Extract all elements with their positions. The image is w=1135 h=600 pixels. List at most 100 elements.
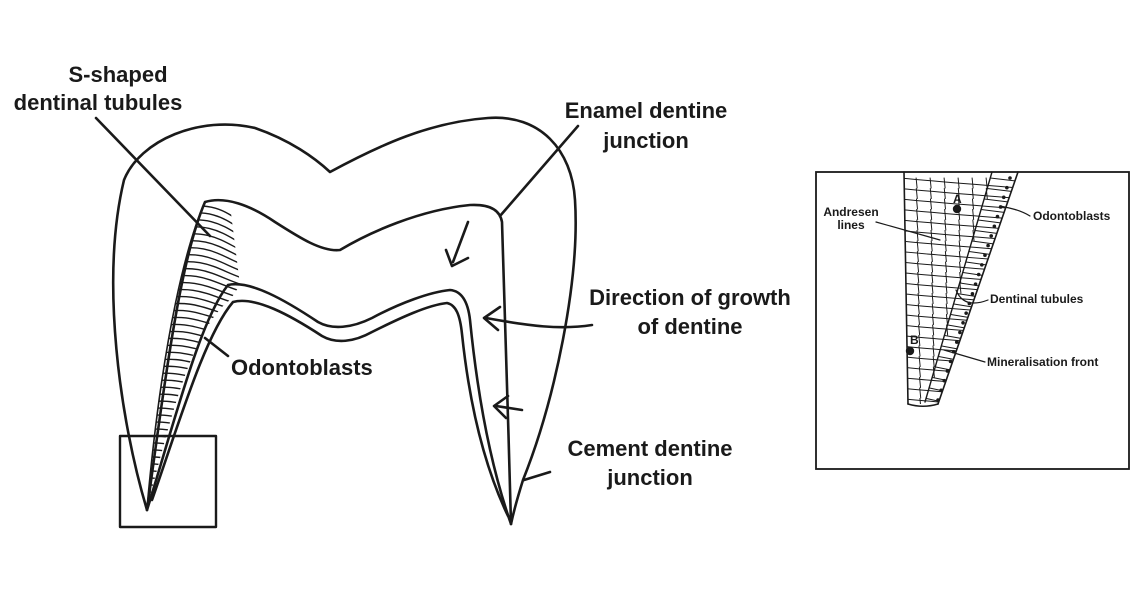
tubule-segment bbox=[958, 219, 961, 231]
tubule-segment bbox=[985, 177, 988, 189]
tubule-segment bbox=[930, 209, 933, 220]
tubule-segment bbox=[931, 293, 934, 304]
tubule-segment bbox=[918, 366, 921, 378]
tubule-segment bbox=[918, 324, 921, 336]
tubule-segment bbox=[930, 251, 933, 262]
odontoblast-dot bbox=[970, 292, 975, 296]
inset-label-dentinal-tubules: Dentinal tubules bbox=[990, 292, 1084, 306]
odontoblast-dot bbox=[954, 340, 959, 344]
tubule-line bbox=[151, 316, 240, 334]
tubule-segment bbox=[971, 188, 974, 199]
tubule-segment bbox=[917, 272, 920, 283]
tubule-segment bbox=[945, 272, 948, 283]
odontoblast-cell-line bbox=[956, 293, 977, 297]
tubule-segment bbox=[944, 219, 947, 231]
growth-arrow-lower-shaft bbox=[494, 404, 524, 412]
tubule-segment bbox=[958, 251, 961, 262]
odontoblast-cell-line bbox=[938, 356, 955, 360]
tubule-segment bbox=[915, 198, 918, 210]
tubule-segment bbox=[944, 251, 947, 262]
tubule-segment bbox=[972, 209, 975, 220]
growth-arrow-lower-head bbox=[492, 394, 510, 420]
label-odontoblasts: Odontoblasts bbox=[231, 355, 373, 380]
odontoblast-dot bbox=[980, 263, 984, 267]
inset-diagram: A B Andresen lines Odontoblasts Dentinal… bbox=[815, 171, 1130, 470]
tubule-segment bbox=[930, 230, 933, 241]
inset-mineralisation-front bbox=[924, 171, 993, 403]
tubule-segment bbox=[917, 303, 920, 315]
label-growth-line1: Direction of growth bbox=[589, 285, 791, 310]
odontoblast-cell-line bbox=[953, 303, 973, 308]
odontoblast-dot bbox=[964, 311, 968, 315]
inset-point-a bbox=[952, 204, 962, 214]
tubule-line bbox=[147, 358, 240, 375]
tubule-segment bbox=[945, 314, 948, 325]
tubule-segment bbox=[957, 177, 960, 189]
odontoblast-cell-line bbox=[968, 251, 992, 255]
tubule-segment bbox=[918, 345, 921, 357]
inset-wedge-right-edge bbox=[937, 171, 1019, 405]
tubule-region-border bbox=[146, 201, 206, 509]
odontoblast-dot bbox=[961, 320, 965, 325]
inset-leader-odontoblasts bbox=[999, 205, 1031, 217]
tubule-line bbox=[147, 491, 240, 503]
inset-label-odontoblasts: Odontoblasts bbox=[1033, 209, 1111, 223]
leader-cement-junction bbox=[522, 470, 552, 482]
tubule-line bbox=[147, 442, 240, 456]
tubule-segment bbox=[919, 387, 922, 399]
odontoblast-dot bbox=[1005, 185, 1009, 190]
odontoblast-cell-line bbox=[977, 219, 1002, 224]
inset-leader-mineralisation bbox=[943, 349, 986, 363]
tubule-line bbox=[154, 302, 240, 321]
tubule-line bbox=[147, 470, 240, 482]
tubule-segment bbox=[929, 177, 932, 189]
tubule-segment bbox=[985, 188, 988, 199]
inset-selection-box bbox=[118, 434, 218, 529]
growth-arrow-crown-head bbox=[444, 248, 470, 268]
andresen-line bbox=[904, 177, 1018, 189]
tubule-segment bbox=[943, 198, 946, 210]
tubule-segment bbox=[917, 314, 920, 325]
inset-label-a: A bbox=[953, 192, 962, 206]
tubule-segment bbox=[919, 398, 922, 404]
tubule-segment bbox=[945, 282, 948, 294]
tubule-segment bbox=[918, 335, 921, 346]
growth-arrow-crown bbox=[451, 220, 470, 264]
tubule-line bbox=[147, 386, 240, 402]
tubule-segment bbox=[944, 230, 947, 241]
tubule-segment bbox=[946, 324, 949, 336]
tubule-segment bbox=[929, 188, 932, 199]
tubule-segment bbox=[971, 177, 974, 189]
label-growth-line2: of dentine bbox=[637, 314, 742, 339]
growth-arrow-mid-head bbox=[482, 305, 502, 332]
tubule-segment bbox=[959, 272, 962, 283]
label-cement-line1: Cement dentine bbox=[567, 436, 732, 461]
odontoblast-cell-line bbox=[974, 230, 999, 234]
odontoblast-cell-line bbox=[986, 188, 1013, 192]
odontoblast-cell-line bbox=[983, 198, 1010, 203]
tubule-line bbox=[147, 484, 240, 496]
tubule-segment bbox=[945, 303, 948, 315]
tubule-line bbox=[147, 463, 240, 476]
odontoblast-dot bbox=[995, 214, 1000, 219]
label-cement-line2: junction bbox=[606, 465, 693, 490]
odontoblast-dot bbox=[936, 398, 940, 402]
label-enamel-line1: Enamel dentine bbox=[565, 98, 728, 123]
tubule-line bbox=[147, 449, 240, 462]
odontoblast-dot bbox=[992, 224, 997, 229]
tubule-segment bbox=[943, 188, 946, 199]
tubule-segment bbox=[944, 209, 947, 220]
tubule-segment bbox=[917, 261, 920, 273]
tubule-segment bbox=[958, 240, 961, 252]
odontoblast-dot bbox=[939, 388, 943, 393]
odontoblast-cell-line bbox=[947, 324, 966, 329]
tubule-line bbox=[147, 498, 240, 508]
tubule-line bbox=[174, 205, 240, 226]
odontoblast-dot bbox=[942, 378, 947, 383]
odontoblast-cell-line bbox=[944, 335, 963, 339]
tubule-segment bbox=[945, 261, 948, 273]
label-s-shaped-line1: S-shaped bbox=[68, 62, 167, 87]
tubule-segment bbox=[931, 282, 934, 294]
tubule-line bbox=[147, 435, 240, 449]
